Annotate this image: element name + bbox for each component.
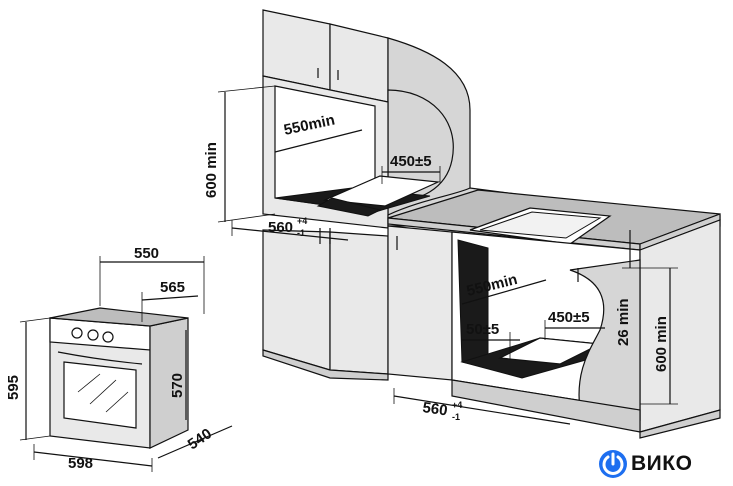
oven-inner-height-label: 570: [169, 373, 186, 398]
oven-knob: [71, 327, 83, 339]
power-icon: [599, 450, 627, 478]
brand-logo: ВИКО: [597, 448, 717, 482]
undercounter-topgap-dimension: 26 min: [615, 230, 640, 346]
wall-height-dimension: 600 min: [203, 85, 276, 223]
wall-vent-label: 450±5: [390, 153, 432, 170]
wall-width-dimension: 560 +4 -1: [231, 216, 349, 241]
wall-cabinet-unit: [262, 9, 471, 381]
undercounter-topgap-label: 26 min: [615, 298, 632, 346]
undercounter-vent-label: 450±5: [548, 309, 590, 326]
oven-knob: [102, 331, 114, 343]
undercounter-width-dimension: 560 +4 -1: [393, 388, 571, 425]
oven-height-label: 595: [5, 375, 22, 400]
oven-drawing: [49, 307, 189, 449]
undercounter-vent-dimension: 450±5: [544, 309, 605, 340]
undercounter-unit: [387, 187, 721, 439]
wall-width-tol-minus: -1: [297, 228, 305, 238]
undercounter-height-dimension: 600 min: [640, 267, 678, 405]
undercounter-gap-label: 50±5: [466, 321, 499, 338]
oven-top-depth-label: 550: [134, 245, 159, 262]
wall-width-label: 560: [268, 219, 293, 236]
oven-inner-depth-dimension: 565: [141, 279, 199, 322]
undercounter-width-label: 560: [421, 399, 448, 419]
oven-height-dimension: 595: [5, 317, 51, 441]
oven-width-dimension: 598: [33, 444, 153, 472]
wall-width-tol-plus: +4: [297, 216, 307, 226]
oven-depth-label: 540: [185, 425, 215, 453]
undercounter-gap-dimension: 50±5: [462, 321, 520, 360]
oven-top-depth-dimension: 550: [99, 245, 205, 314]
oven-inner-height-dimension: 570: [169, 330, 187, 420]
undercounter-width-tol-minus: -1: [452, 412, 460, 422]
undercounter-width-tol-plus: +4: [452, 400, 462, 410]
wall-height-label: 600 min: [203, 142, 220, 198]
oven-width-label: 598: [68, 455, 93, 472]
wall-vent-dimension: 450±5: [381, 153, 441, 184]
undercounter-height-label: 600 min: [653, 316, 670, 372]
brand-name: ВИКО: [631, 452, 693, 475]
oven-inner-depth-label: 565: [160, 279, 185, 296]
oven-knob: [87, 329, 99, 341]
